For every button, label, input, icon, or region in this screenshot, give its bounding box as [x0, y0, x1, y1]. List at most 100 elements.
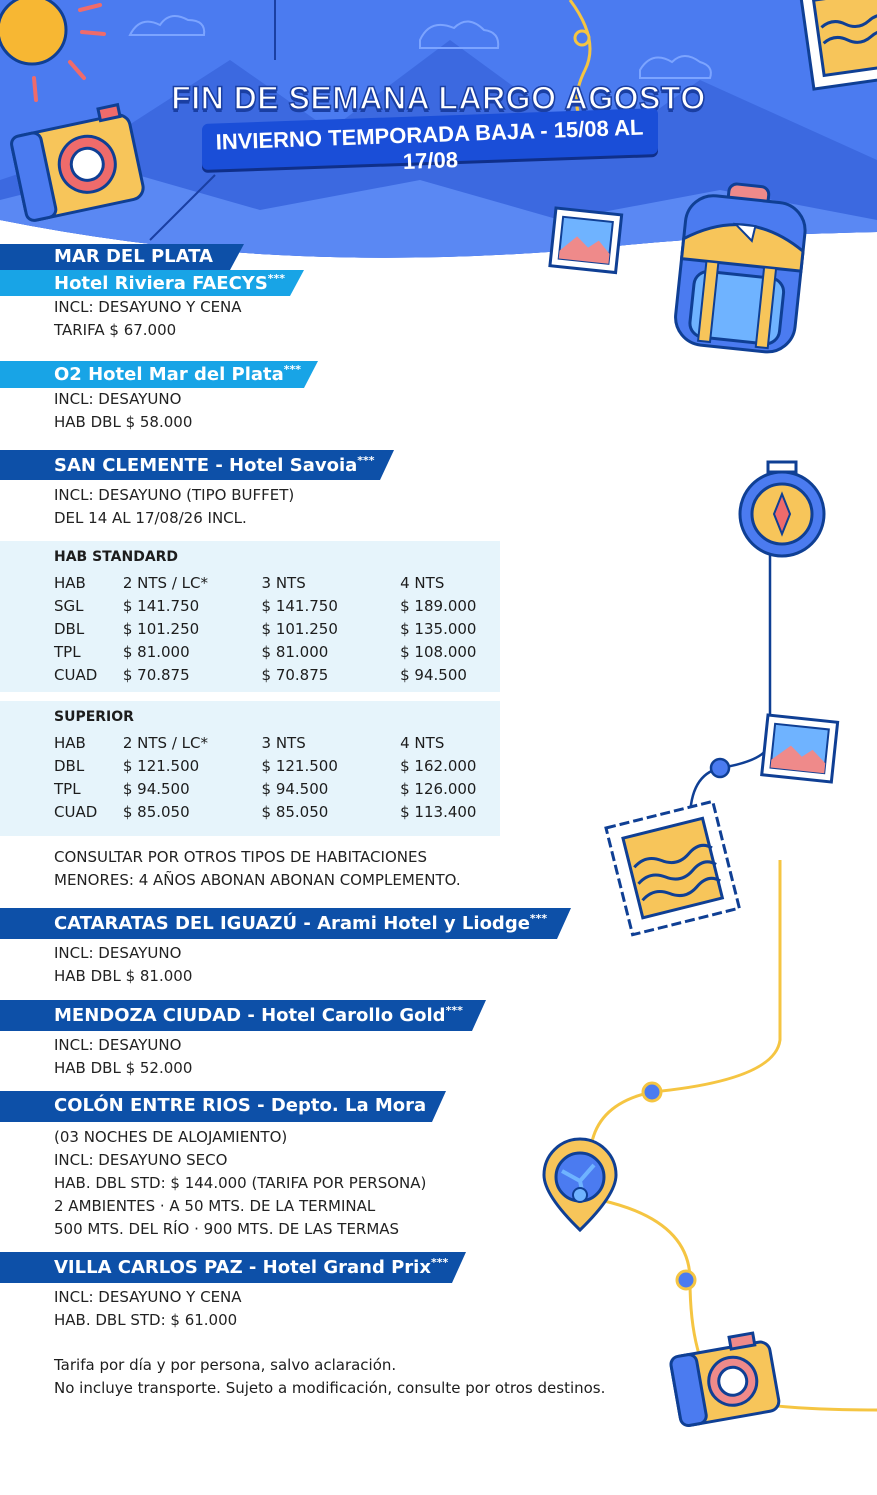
table-title: HAB STANDARD — [54, 549, 179, 565]
info-line: INCL: DESAYUNO Y CENA — [54, 298, 242, 316]
column-header: 3 NTS — [261, 733, 306, 752]
info-line: MENORES: 4 AÑOS ABONAN ABONAN COMPLEMENT… — [54, 871, 461, 889]
table-row: TPL $ 81.000 $ 81.000 $ 108.000 — [54, 640, 500, 663]
table-row: DBL $ 101.250 $ 101.250 $ 135.000 — [54, 617, 500, 640]
hotel-name: COLÓN ENTRE RIOS - Depto. La Mora — [54, 1095, 427, 1116]
hotel-stars: *** — [267, 272, 286, 285]
table-cell: $ 108.000 — [400, 642, 477, 661]
table-row: SGL $ 141.750 $ 141.750 $ 189.000 — [54, 594, 500, 617]
table-header-row: HAB 2 NTS / LC* 3 NTS 4 NTS — [54, 571, 500, 594]
rate-table-superior: SUPERIOR HAB 2 NTS / LC* 3 NTS 4 NTS DBL… — [0, 701, 500, 836]
banner-o2-hotel: O2 Hotel Mar del Plata*** — [0, 361, 318, 388]
hotel-name: SAN CLEMENTE - Hotel Savoia — [54, 455, 358, 476]
stamp-icon — [604, 799, 742, 937]
city-name: MAR DEL PLATA — [54, 246, 213, 267]
column-header: 4 NTS — [400, 573, 445, 592]
table-cell: $ 101.250 — [261, 619, 338, 638]
hotel-name: MENDOZA CIUDAD - Hotel Carollo Gold — [54, 1005, 446, 1026]
banner-mar-del-plata: MAR DEL PLATA — [0, 244, 244, 270]
table-cell: $ 141.750 — [261, 596, 338, 615]
rate-table: HAB 2 NTS / LC* 3 NTS 4 NTS SGL $ 141.75… — [54, 571, 500, 686]
column-header: 3 NTS — [261, 573, 306, 592]
table-cell: $ 85.050 — [122, 802, 190, 821]
rate-table: HAB 2 NTS / LC* 3 NTS 4 NTS DBL $ 121.50… — [54, 731, 500, 823]
hotel-name: VILLA CARLOS PAZ - Hotel Grand Prix — [54, 1257, 431, 1278]
info-line: INCL: DESAYUNO — [54, 1036, 182, 1054]
info-line: INCL: DESAYUNO — [54, 390, 182, 408]
column-header: HAB — [54, 733, 86, 752]
table-cell: TPL — [54, 779, 81, 798]
table-cell: SGL — [54, 596, 84, 615]
footer-notes: Tarifa por día y por persona, salvo acla… — [54, 1354, 605, 1400]
table-header-row: HAB 2 NTS / LC* 3 NTS 4 NTS — [54, 731, 500, 754]
hotel-name: O2 Hotel Mar del Plata — [54, 364, 284, 385]
table-cell: $ 70.875 — [261, 665, 329, 684]
info-mar-del-plata: INCL: DESAYUNO Y CENA TARIFA $ 67.000 — [54, 296, 242, 342]
info-colon: (03 NOCHES DE ALOJAMIENTO) INCL: DESAYUN… — [54, 1126, 426, 1241]
hotel-name: CATARATAS DEL IGUAZÚ - Arami Hotel y Lio… — [54, 913, 530, 934]
table-row: TPL $ 94.500 $ 94.500 $ 126.000 — [54, 777, 500, 800]
info-line: (03 NOCHES DE ALOJAMIENTO) — [54, 1128, 288, 1146]
info-line: HAB DBL $ 58.000 — [54, 413, 193, 431]
info-line: INCL: DESAYUNO — [54, 944, 182, 962]
info-line: 2 AMBIENTES · A 50 MTS. DE LA TERMINAL — [54, 1197, 376, 1215]
table-cell: CUAD — [54, 802, 98, 821]
info-line: 500 MTS. DEL RÍO · 900 MTS. DE LAS TERMA… — [54, 1220, 400, 1238]
hotel-stars: *** — [430, 1256, 449, 1269]
table-cell: $ 135.000 — [400, 619, 477, 638]
info-line: INCL: DESAYUNO Y CENA — [54, 1288, 242, 1306]
banner-iguazu: CATARATAS DEL IGUAZÚ - Arami Hotel y Lio… — [0, 908, 571, 939]
info-line: INCL: DESAYUNO SECO — [54, 1151, 228, 1169]
info-carlos-paz: INCL: DESAYUNO Y CENA HAB. DBL STD: $ 61… — [54, 1286, 242, 1332]
photo-icon — [760, 713, 840, 784]
info-san-clemente: INCL: DESAYUNO (TIPO BUFFET) DEL 14 AL 1… — [54, 484, 294, 530]
table-cell: $ 94.500 — [261, 779, 329, 798]
banner-hotel-riviera: Hotel Riviera FAECYS*** — [0, 270, 304, 296]
table-cell: TPL — [54, 642, 81, 661]
hotel-name: Hotel Riviera FAECYS — [54, 273, 268, 294]
info-line: INCL: DESAYUNO (TIPO BUFFET) — [54, 486, 295, 504]
info-line: HAB DBL $ 52.000 — [54, 1059, 193, 1077]
table-cell: $ 121.500 — [261, 756, 338, 775]
table-cell: $ 81.000 — [122, 642, 190, 661]
footer-line: Tarifa por día y por persona, salvo acla… — [54, 1356, 397, 1374]
hotel-stars: *** — [445, 1004, 463, 1017]
info-line: DEL 14 AL 17/08/26 INCL. — [54, 509, 247, 527]
table-title: SUPERIOR — [54, 709, 134, 725]
compass-icon — [738, 460, 826, 558]
banner-colon: COLÓN ENTRE RIOS - Depto. La Mora — [0, 1091, 446, 1122]
table-cell: $ 141.750 — [122, 596, 200, 615]
table-cell: $ 85.050 — [261, 802, 329, 821]
table-cell: DBL — [54, 619, 85, 638]
info-mendoza: INCL: DESAYUNO HAB DBL $ 52.000 — [54, 1034, 192, 1080]
table-cell: $ 126.000 — [400, 779, 477, 798]
column-header: 4 NTS — [400, 733, 445, 752]
info-line: HAB. DBL STD: $ 61.000 — [54, 1311, 238, 1329]
info-line: HAB. DBL STD: $ 144.000 (TARIFA POR PERS… — [54, 1174, 427, 1192]
rate-table-standard: HAB STANDARD HAB 2 NTS / LC* 3 NTS 4 NTS… — [0, 541, 500, 692]
footer-line: No incluye transporte. Sujeto a modifica… — [54, 1379, 606, 1397]
info-iguazu: INCL: DESAYUNO HAB DBL $ 81.000 — [54, 942, 192, 988]
table-cell: $ 81.000 — [261, 642, 329, 661]
table-row: DBL $ 121.500 $ 121.500 $ 162.000 — [54, 754, 500, 777]
table-cell: $ 94.500 — [400, 665, 467, 684]
info-line: HAB DBL $ 81.000 — [54, 967, 193, 985]
table-row: CUAD $ 70.875 $ 70.875 $ 94.500 — [54, 663, 500, 686]
table-cell: $ 94.500 — [122, 779, 190, 798]
banner-mendoza: MENDOZA CIUDAD - Hotel Carollo Gold*** — [0, 1000, 486, 1031]
column-header: 2 NTS / LC* — [122, 733, 208, 752]
hotel-stars: *** — [357, 454, 375, 467]
table-cell: CUAD — [54, 665, 98, 684]
banner-san-clemente: SAN CLEMENTE - Hotel Savoia*** — [0, 450, 394, 480]
table-cell: $ 101.250 — [122, 619, 200, 638]
table-row: CUAD $ 85.050 $ 85.050 $ 113.400 — [54, 800, 500, 823]
info-o2-hotel: INCL: DESAYUNO HAB DBL $ 58.000 — [54, 388, 192, 434]
table-cell: DBL — [54, 756, 85, 775]
hotel-stars: *** — [529, 912, 548, 925]
location-pin-icon — [542, 1137, 618, 1233]
page-title: FIN DE SEMANA LARGO AGOSTO — [171, 79, 707, 117]
table-cell: $ 189.000 — [400, 596, 477, 615]
notes-san-clemente: CONSULTAR POR OTROS TIPOS DE HABITACIONE… — [54, 846, 461, 892]
camera-icon — [669, 1331, 781, 1428]
column-header: HAB — [54, 573, 86, 592]
